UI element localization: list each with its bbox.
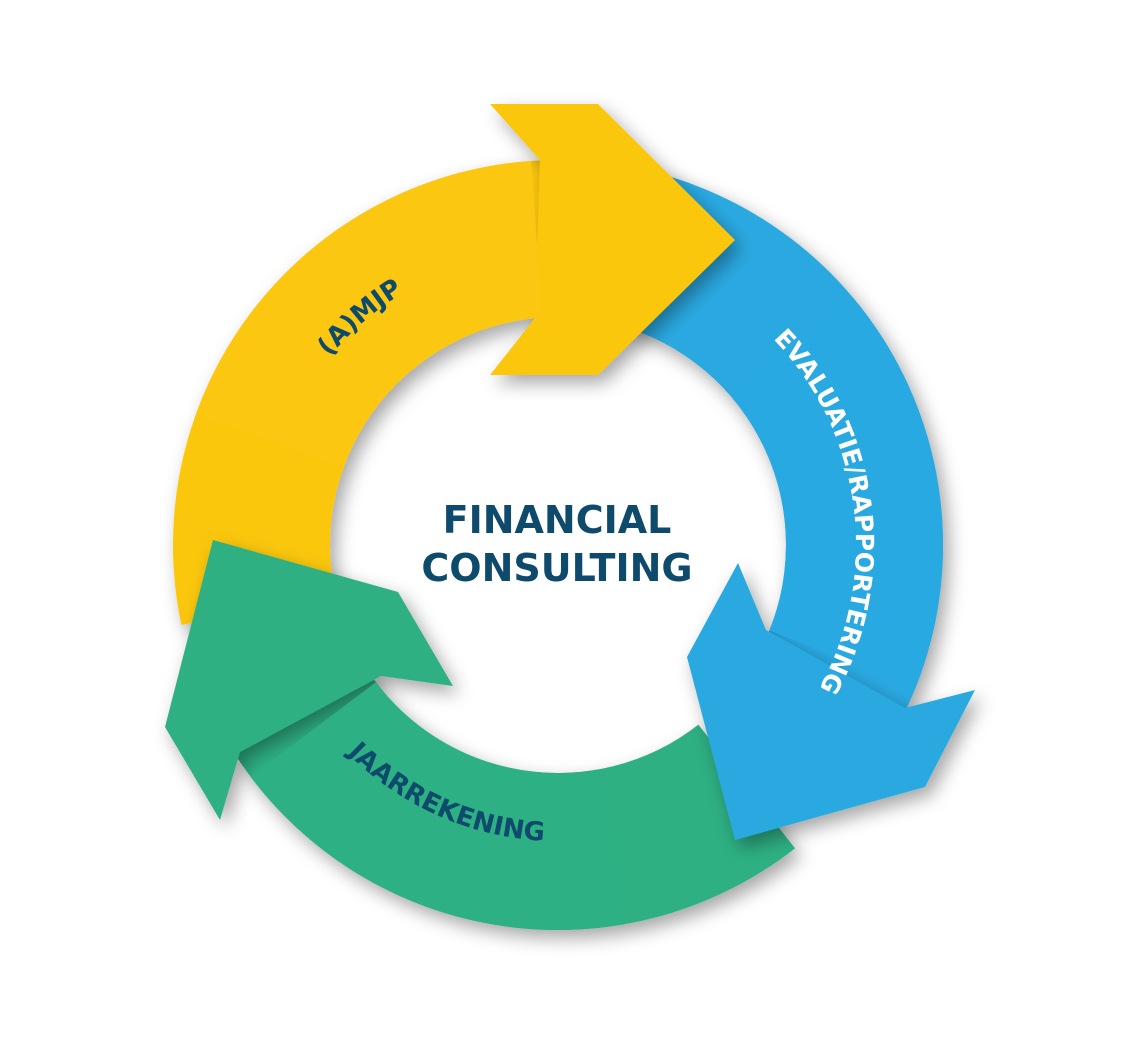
jaarrekening-arrow-head: [165, 540, 453, 820]
amjp-arrow-body-fill: [196, 160, 543, 468]
amjp-arrow-head: [490, 104, 735, 375]
evaluatie-arrow-head: [687, 563, 975, 840]
center-title-line-2: CONSULTING: [421, 546, 692, 590]
evaluatie-arrow-body-fill: [732, 297, 943, 690]
center-title-line-1: FINANCIAL: [443, 498, 672, 542]
jaarrekening-arrow-body-fill: [250, 682, 625, 931]
